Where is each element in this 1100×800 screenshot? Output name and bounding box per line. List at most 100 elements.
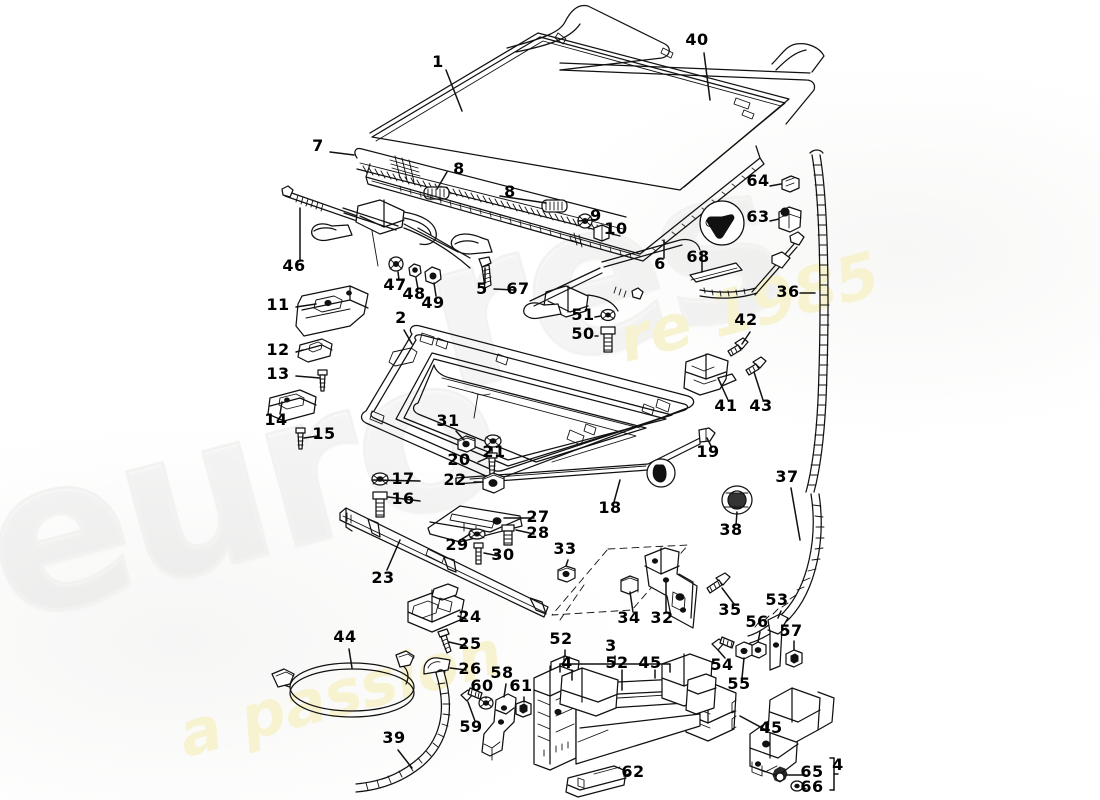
- callout-number-23: 23: [371, 568, 395, 587]
- part-screw-15: [295, 427, 306, 450]
- callout-number-13: 13: [266, 364, 290, 383]
- part-roof-panel: [369, 32, 790, 191]
- part-roof-seal-6: [365, 145, 765, 262]
- part-hinge-bracket-32: [644, 547, 698, 629]
- part-screw-13: [317, 369, 328, 392]
- callout-number-52b: 52: [605, 653, 629, 672]
- callout-number-22: 22: [443, 470, 467, 489]
- part-cap-26: [423, 657, 451, 675]
- part-bracket-41: [683, 353, 737, 396]
- callout-number-54: 54: [710, 655, 734, 674]
- callout-number-61: 61: [509, 676, 533, 695]
- callout-number-24: 24: [458, 607, 482, 626]
- callout-number-26: 26: [458, 659, 482, 678]
- part-clip-64: [781, 175, 800, 193]
- phantom-outline-52: [551, 544, 689, 621]
- part-clip-57: [785, 649, 803, 668]
- callout-number-63: 63: [746, 207, 770, 226]
- part-pad-68: [689, 262, 743, 283]
- callout-number-45b: 45: [759, 718, 783, 737]
- part-grommet-detail: [646, 458, 676, 488]
- callout-number-65: 65: [800, 762, 824, 781]
- callout-number-31: 31: [436, 411, 460, 430]
- callout-number-64: 64: [746, 171, 770, 190]
- part-cable-clip-assembly: [699, 231, 805, 299]
- callout-number-18: 18: [598, 498, 622, 517]
- part-nut-48: [408, 263, 422, 278]
- part-screw-25: [437, 628, 452, 654]
- part-cable-fitting-5: [403, 227, 471, 269]
- part-screw-30: [473, 542, 484, 565]
- callout-number-1: 1: [432, 52, 444, 71]
- part-bolt-16: [372, 491, 388, 518]
- part-bushing-34: [620, 575, 639, 595]
- part-bolt-50: [600, 326, 616, 353]
- part-roof-frame-2: [360, 324, 695, 480]
- callout-number-5: 5: [476, 279, 488, 298]
- callout-number-28: 28: [526, 523, 550, 542]
- callout-number-29: 29: [445, 535, 469, 554]
- callout-number-35: 35: [718, 600, 742, 619]
- part-lock-mechanism-right: [523, 238, 701, 320]
- part-guide-motor-assembly-3: [533, 653, 717, 771]
- callout-number-68: 68: [686, 247, 710, 266]
- part-washer-17: [371, 472, 389, 486]
- callout-number-59: 59: [459, 717, 483, 736]
- callout-number-48: 48: [402, 284, 426, 303]
- part-nut-49: [424, 266, 442, 285]
- callout-number-36: 36: [776, 282, 800, 301]
- part-lock-mechanism-left: [311, 199, 493, 267]
- callout-number-43: 43: [749, 396, 773, 415]
- callout-number-17: 17: [391, 469, 415, 488]
- part-nut-56: [750, 641, 767, 659]
- part-coiled-cable-44: [271, 650, 415, 718]
- part-nut-33: [557, 565, 576, 583]
- callout-number-56: 56: [745, 612, 769, 631]
- callout-number-55: 55: [727, 674, 751, 693]
- callout-number-3: 3: [605, 636, 617, 655]
- callout-number-8b: 8: [504, 182, 516, 201]
- callout-number-7: 7: [312, 136, 324, 155]
- part-nut-55: [735, 641, 753, 660]
- callout-number-21: 21: [482, 442, 506, 461]
- callout-number-11: 11: [266, 295, 290, 314]
- callout-number-12: 12: [266, 340, 290, 359]
- callout-number-37: 37: [775, 467, 799, 486]
- callout-number-10: 10: [604, 219, 628, 238]
- leader-lines: [279, 52, 839, 791]
- callout-number-25: 25: [458, 634, 482, 653]
- part-washer-47: [388, 256, 404, 272]
- callout-number-16: 16: [391, 489, 415, 508]
- callout-number-4t: 4: [561, 653, 573, 672]
- part-clip-63: [778, 206, 802, 233]
- detail-circle-seal-section: [699, 200, 745, 246]
- part-clip-61: [515, 700, 532, 718]
- part-drain-hose-37: [747, 493, 825, 644]
- callout-number-19: 19: [696, 442, 720, 461]
- part-nut-22: [482, 472, 505, 494]
- part-slider-block-8b: [541, 199, 568, 213]
- part-wind-deflector-40: [506, 4, 825, 125]
- callout-number-4b: 4: [832, 755, 844, 774]
- callout-number-2: 2: [395, 308, 407, 327]
- part-nut-31: [457, 435, 476, 453]
- part-screw-43: [745, 356, 767, 376]
- callout-number-6: 6: [654, 254, 666, 273]
- part-spiral-cable-36: [805, 149, 830, 493]
- callout-number-60: 60: [470, 676, 494, 695]
- callout-number-27: 27: [526, 507, 550, 526]
- part-screw-54: [711, 636, 735, 651]
- part-latch-11: [295, 285, 369, 337]
- callout-number-30: 30: [491, 545, 515, 564]
- callout-number-33: 33: [553, 539, 577, 558]
- part-washer-29: [468, 528, 486, 540]
- callout-number-38: 38: [719, 520, 743, 539]
- callout-number-58: 58: [490, 663, 514, 682]
- callout-number-47: 47: [383, 275, 407, 294]
- callout-number-49: 49: [421, 293, 445, 312]
- part-slide-shoe-62: [565, 765, 627, 798]
- callout-number-66: 66: [800, 777, 824, 796]
- part-washer-21: [484, 434, 502, 448]
- callout-number-52a: 52: [549, 629, 573, 648]
